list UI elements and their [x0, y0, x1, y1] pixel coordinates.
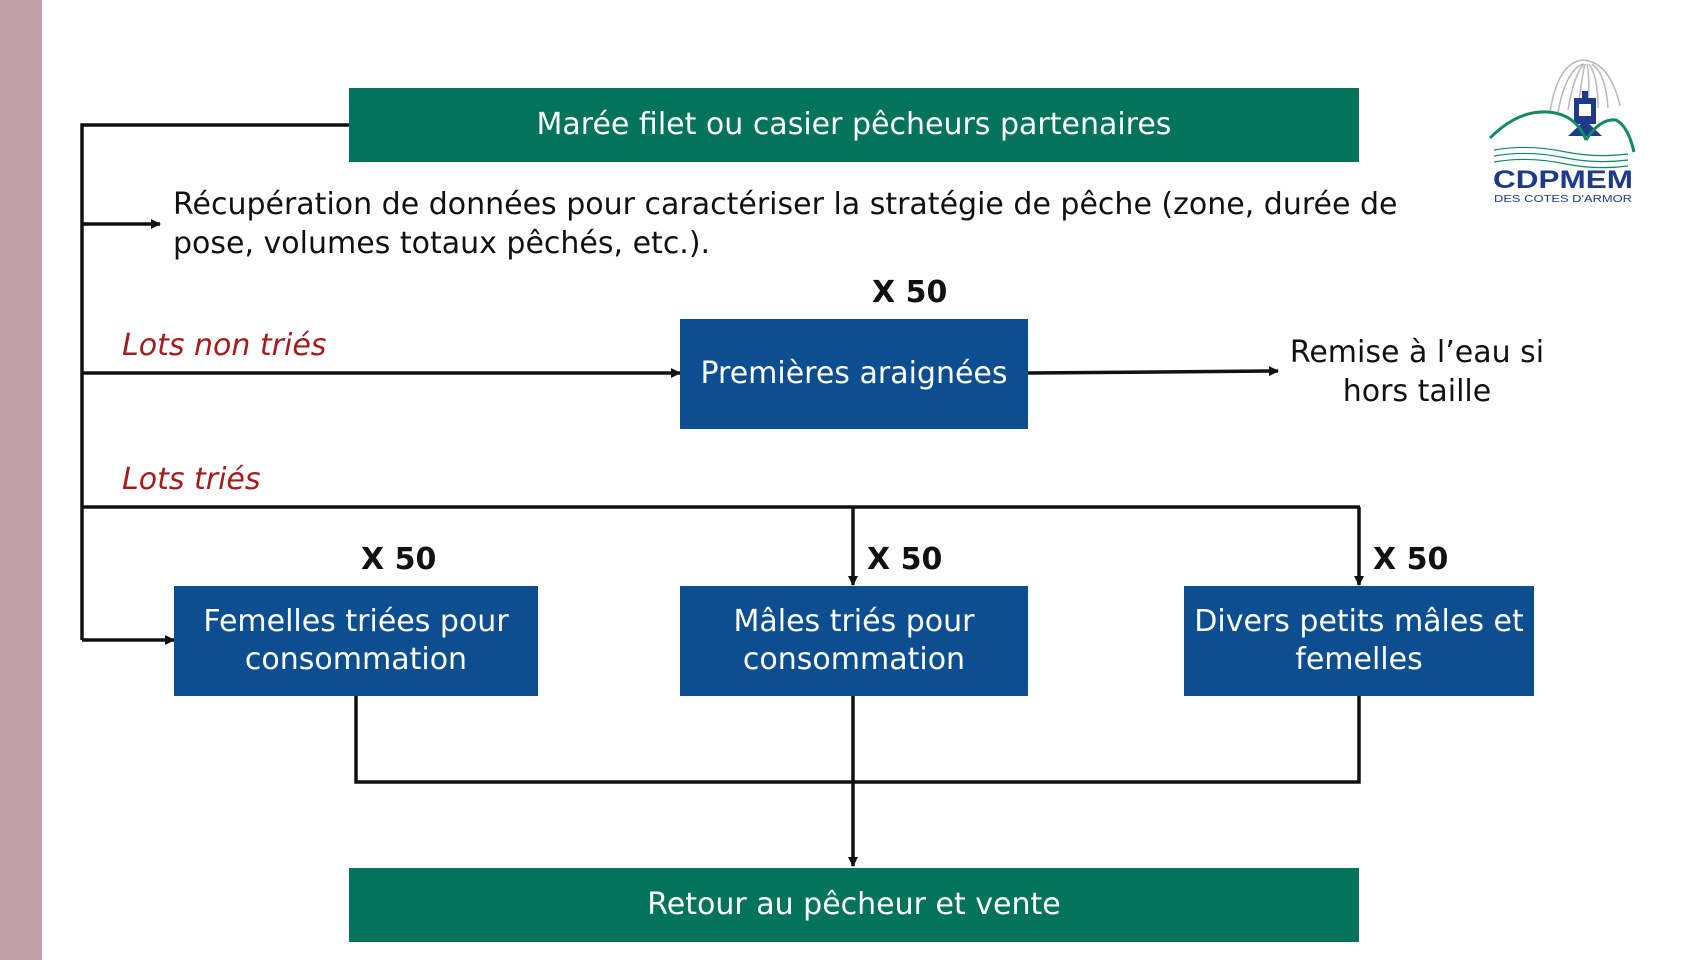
first-spiders-node: Premières araignées [680, 319, 1028, 429]
first-spiders-label: Premières araignées [700, 356, 1008, 391]
logo-subtitle: DES COTES D'ARMOR [1494, 194, 1632, 205]
connector-start-to-spine [80, 123, 349, 640]
arrow-to-release [1027, 366, 1279, 377]
start-node-label: Marée filet ou casier pêcheurs partenair… [536, 107, 1172, 142]
cdpmem-logo: CDPMEM DES COTES D'ARMOR [1488, 59, 1636, 205]
connector-females-collect [354, 696, 1361, 784]
males-label: Mâles triés pour consommation [733, 604, 975, 677]
release-note: Remise à l’eau si hors taille [1289, 335, 1545, 409]
end-node: Retour au pêcheur et vente [349, 868, 1359, 942]
data-note: Récupération de données pour caractérise… [173, 187, 1398, 261]
multiplier-females: X 50 [361, 542, 437, 577]
females-label: Femelles triées pour consommation [203, 604, 509, 677]
label-sorted-lots: Lots triés [122, 462, 261, 497]
sidebar-stripe [0, 0, 42, 960]
males-node: Mâles triés pour consommation [680, 586, 1028, 696]
mixed-label: Divers petits mâles et femelles [1194, 604, 1524, 677]
logo-name: CDPMEM [1493, 166, 1633, 194]
multiplier-first-spiders: X 50 [872, 275, 948, 310]
mixed-node: Divers petits mâles et femelles [1184, 586, 1534, 696]
end-node-label: Retour au pêcheur et vente [647, 887, 1061, 922]
lighthouse-icon [1568, 91, 1602, 136]
start-node: Marée filet ou casier pêcheurs partenair… [349, 88, 1359, 162]
multiplier-males: X 50 [867, 542, 943, 577]
females-node: Femelles triées pour consommation [174, 586, 538, 696]
label-unsorted-lots: Lots non triés [122, 328, 327, 363]
wave-icon [1488, 110, 1636, 169]
multiplier-mixed: X 50 [1373, 542, 1449, 577]
